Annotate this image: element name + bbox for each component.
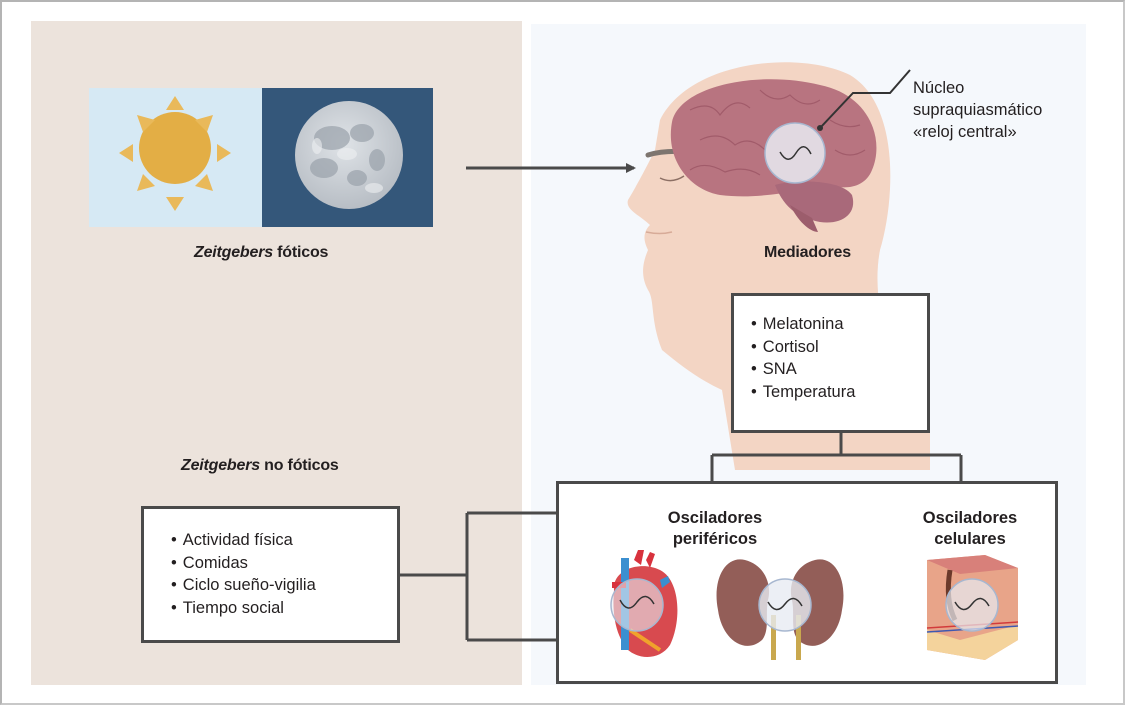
label-line: periféricos <box>672 530 758 548</box>
non-photic-zeitgebers-box: Actividad física Comidas Ciclo sueño-vig… <box>141 506 400 643</box>
callout-line: Núcleo <box>913 79 965 97</box>
list-item: Melatonina <box>751 313 927 336</box>
zeitgebers-term: Zeitgebers <box>181 457 260 474</box>
non-photic-zeitgebers-label: Zeitgebers no fóticos <box>181 457 339 475</box>
list-item: Ciclo sueño-vigilia <box>171 574 397 597</box>
photic-zeitgebers-label: Zeitgebers fóticos <box>194 244 328 262</box>
list-item: Cortisol <box>751 336 927 359</box>
mediators-title: Mediadores <box>764 244 851 261</box>
night-panel <box>262 88 433 227</box>
callout-line: supraquiasmático <box>913 101 1043 119</box>
moon-icon <box>295 101 403 209</box>
day-panel <box>89 88 262 227</box>
label-line: celulares <box>934 530 1006 548</box>
zeitgebers-term: Zeitgebers <box>194 244 273 261</box>
brain-illustration <box>670 79 877 232</box>
mediators-box: Melatonina Cortisol SNA Temperatura <box>731 293 930 433</box>
mediators-list: Melatonina Cortisol SNA Temperatura <box>751 313 927 403</box>
list-item: Comidas <box>171 552 397 575</box>
label-line: Osciladores <box>667 509 763 527</box>
list-item: Actividad física <box>171 529 397 552</box>
cellular-oscillators-label: Osciladores celulares <box>915 508 1025 550</box>
callout-line: «reloj central» <box>913 123 1017 141</box>
kidneys-icon <box>716 559 844 660</box>
list-item: SNA <box>751 358 927 381</box>
non-photic-list: Actividad física Comidas Ciclo sueño-vig… <box>171 529 397 619</box>
label-line: Osciladores <box>922 509 1018 527</box>
skin-tissue-icon <box>926 555 1019 660</box>
scn-callout: Núcleo supraquiasmático «reloj central» <box>913 77 1042 143</box>
peripheral-oscillators-label: Osciladores periféricos <box>660 508 770 550</box>
scn-clock-circle <box>764 122 826 184</box>
sun-icon <box>119 96 231 211</box>
photic-zeitgebers-images <box>89 88 433 227</box>
heart-icon <box>610 550 678 657</box>
list-item: Tiempo social <box>171 597 397 620</box>
photic-suffix: fóticos <box>272 244 329 261</box>
non-photic-suffix: no fóticos <box>259 457 339 474</box>
list-item: Temperatura <box>751 381 927 404</box>
